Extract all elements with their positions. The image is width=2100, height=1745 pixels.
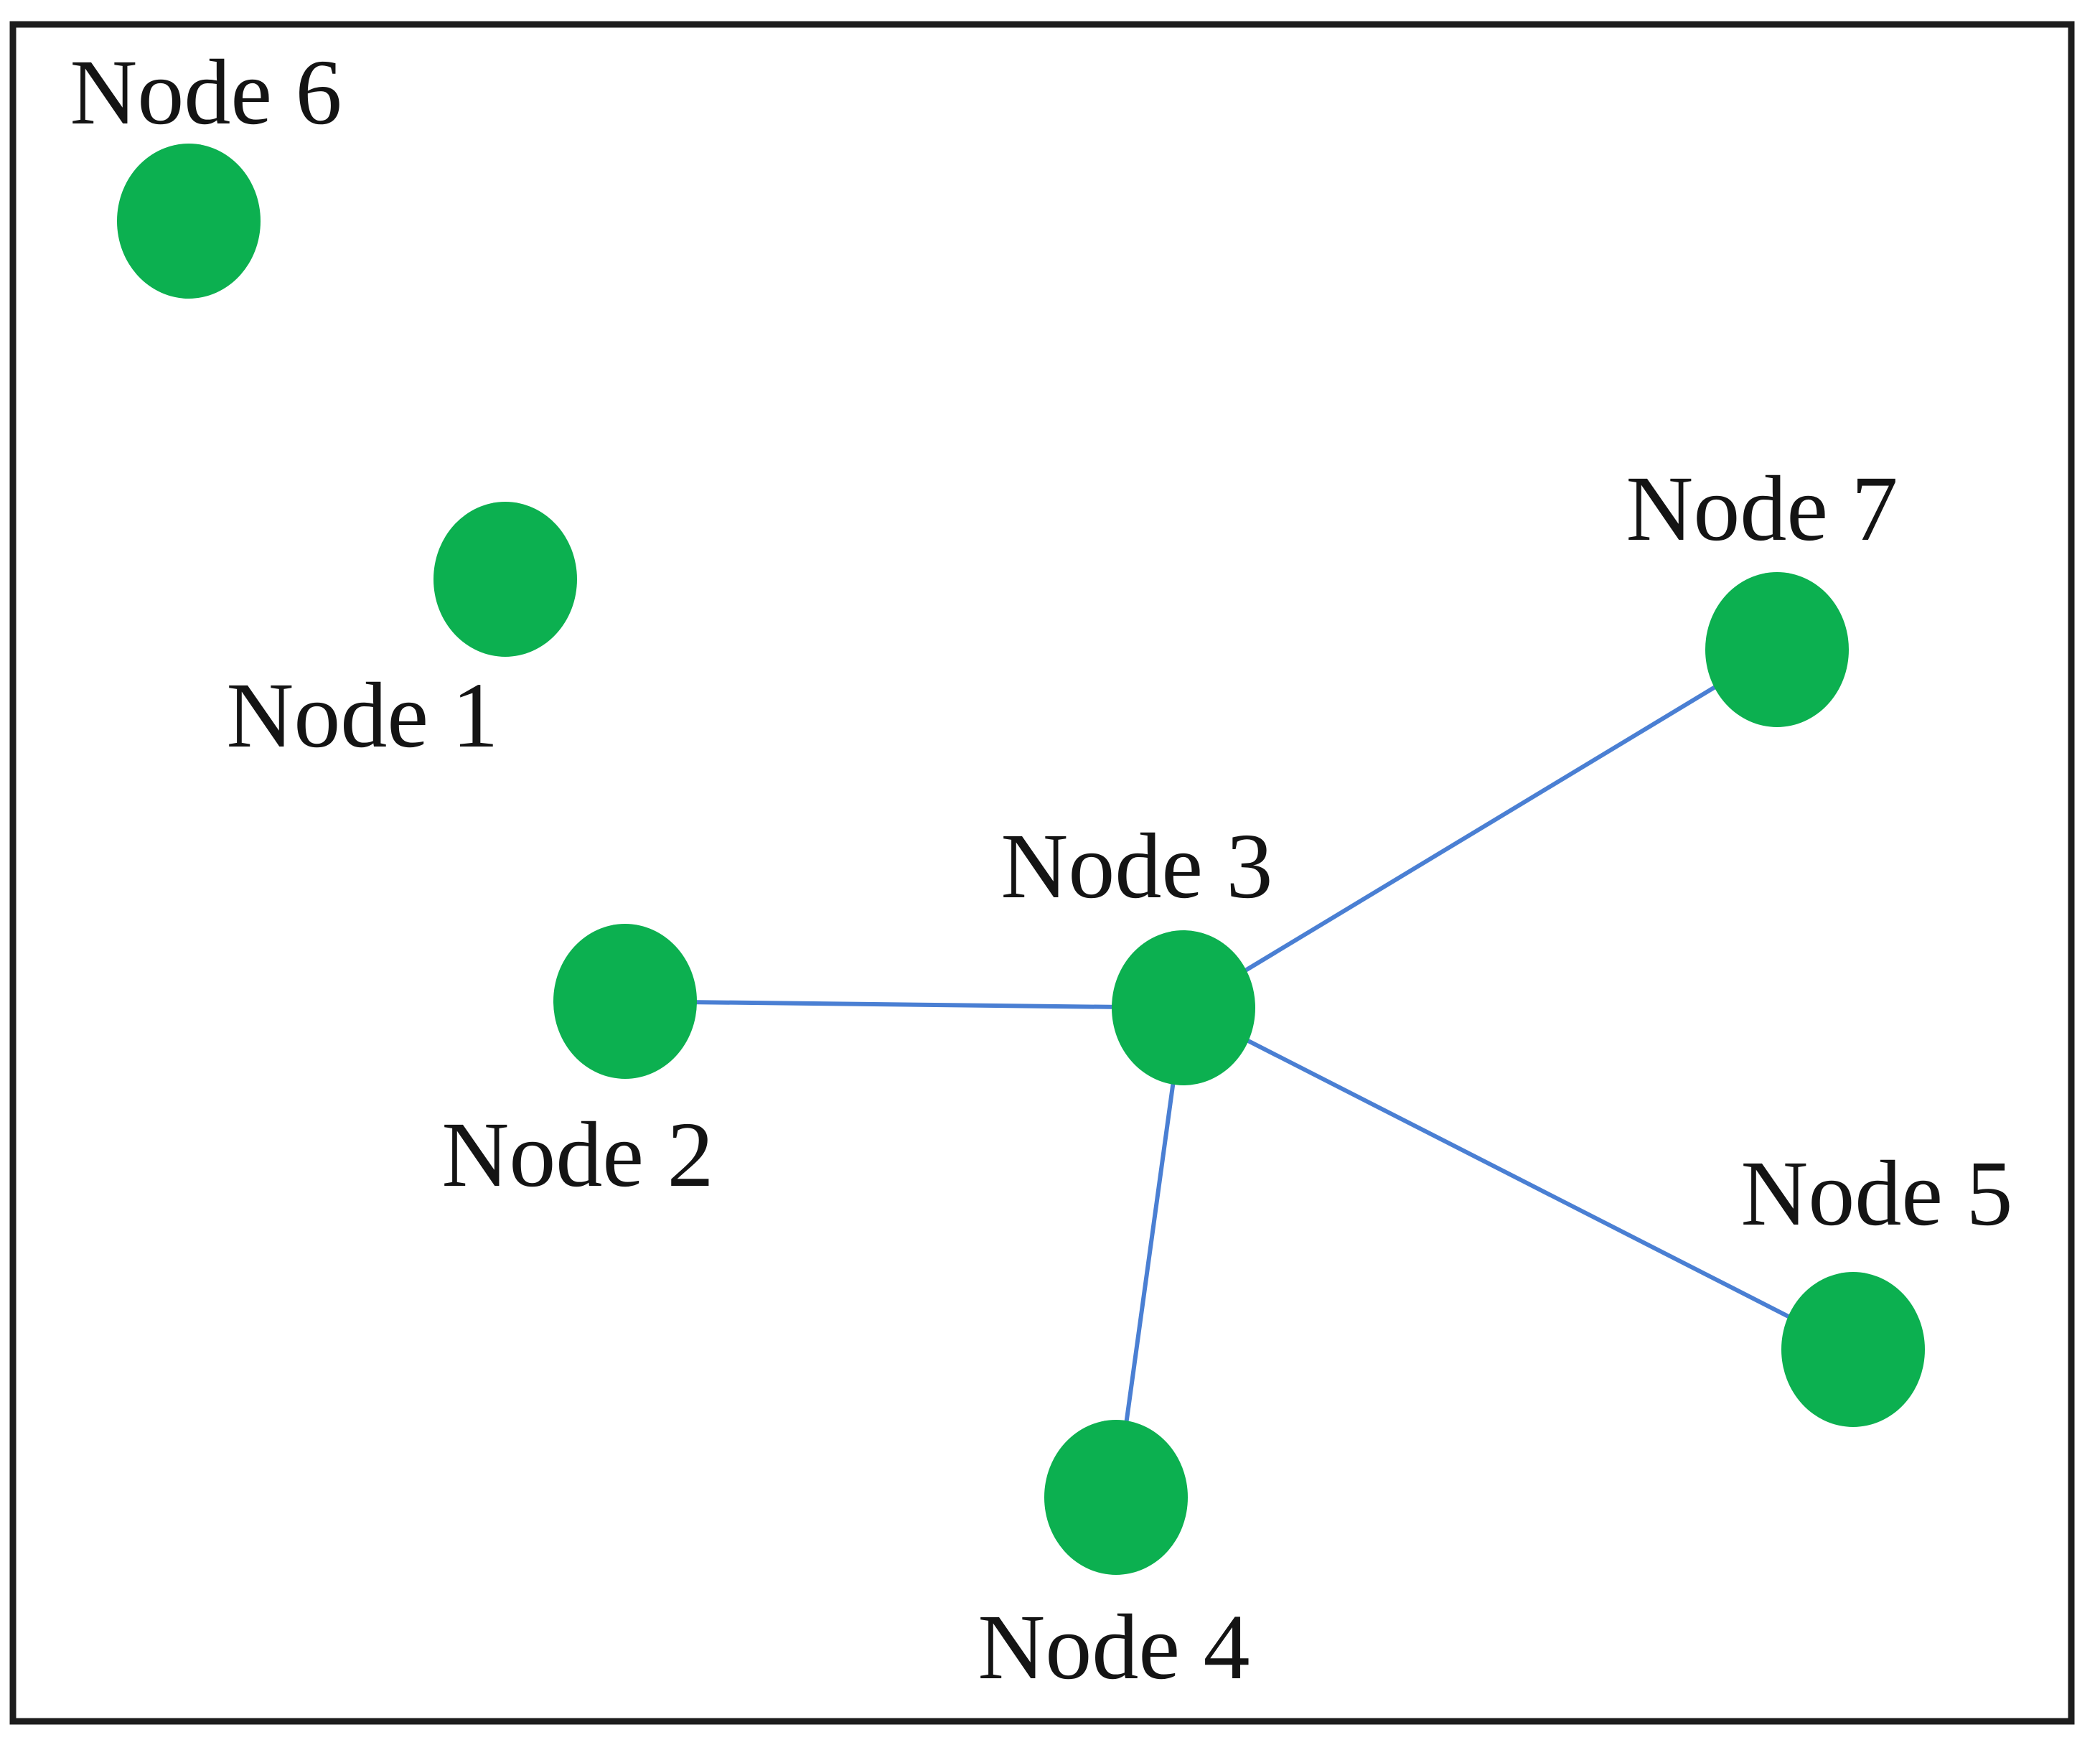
node-5-circle (1781, 1272, 1925, 1427)
edges-layer (624, 647, 1855, 1498)
node-4-circle (1044, 1420, 1188, 1575)
node-6-label: Node 6 (70, 41, 342, 144)
edge-node3-node5 (1182, 1006, 1855, 1352)
node-1-circle (433, 502, 577, 657)
node-7-circle (1705, 572, 1849, 727)
node-5-label: Node 5 (1740, 1142, 2012, 1245)
edge-node3-node4 (1114, 1007, 1186, 1498)
node-1-label: Node 1 (226, 664, 498, 767)
edge-node2-node3 (624, 999, 1184, 1010)
node-7-label: Node 7 (1626, 457, 1898, 561)
node-3-circle (1112, 930, 1255, 1085)
diagram-border (9, 21, 2075, 1725)
node-2-label: Node 2 (441, 1103, 713, 1207)
node-2-circle (553, 924, 697, 1079)
node-3-label: Node 3 (1000, 815, 1272, 918)
labels-layer: Node 1 Node 2 Node 3 Node 4 Node 5 Node 6 Node… (70, 41, 2012, 1699)
edge-node3-node7 (1182, 647, 1778, 1010)
nodes-layer (117, 144, 1925, 1575)
node-6-circle (117, 144, 261, 299)
node-4-label: Node 4 (978, 1596, 1250, 1699)
